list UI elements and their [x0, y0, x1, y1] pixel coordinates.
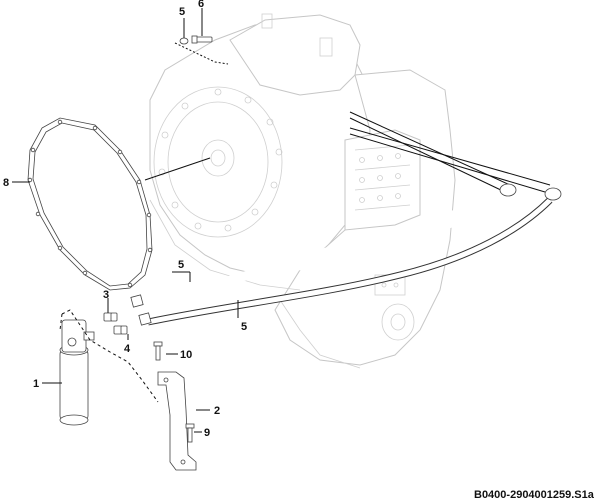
callout-9: 9	[204, 427, 210, 439]
callout-10: 10	[180, 349, 192, 361]
callout-5-lower: 5	[241, 321, 247, 333]
fitting-3	[103, 312, 118, 322]
callout-3: 3	[103, 289, 109, 301]
hose-lower	[138, 187, 562, 326]
callout-5-upper: 5	[178, 259, 184, 271]
leader-lines	[12, 8, 239, 433]
callout-2: 2	[214, 405, 220, 417]
bolt-7	[191, 35, 213, 44]
fitting-4	[113, 325, 128, 335]
callout-6: 5	[179, 6, 185, 18]
callout-7: 6	[198, 0, 204, 10]
bolt-10	[153, 341, 163, 361]
hose-upper	[130, 183, 517, 308]
housing-tube-lines	[349, 111, 551, 193]
callout-1: 1	[33, 378, 39, 390]
callout-4: 4	[124, 343, 131, 355]
callout-8: 8	[3, 177, 9, 189]
oil-filter	[59, 319, 95, 426]
bolt-9	[185, 423, 195, 443]
mounting-bracket	[157, 371, 197, 471]
gasket	[27, 117, 153, 291]
drawing-reference: B0400-2904001259.S1a	[474, 489, 595, 501]
